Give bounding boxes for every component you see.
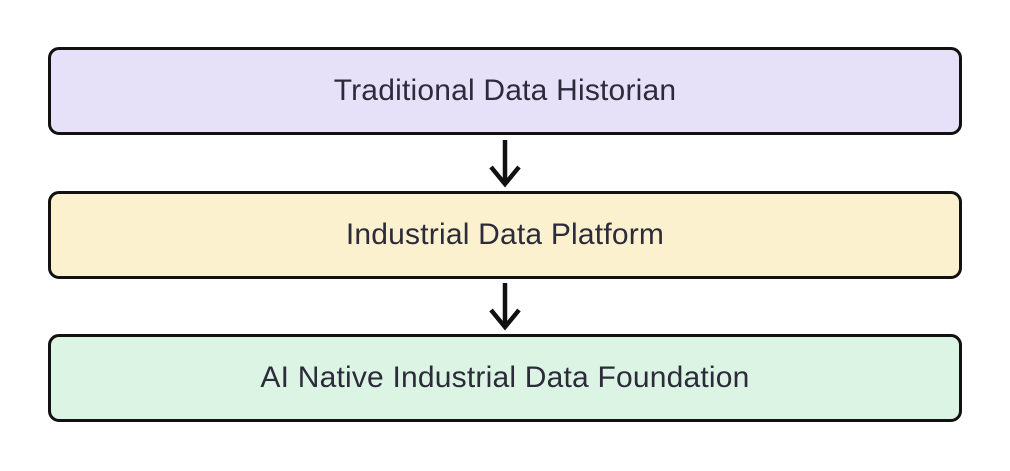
node-ai-native-industrial-data-foundation: AI Native Industrial Data Foundation	[48, 334, 962, 422]
arrow-down-icon	[489, 283, 521, 331]
node-label-industrial-data-platform: Industrial Data Platform	[345, 218, 665, 251]
node-label-traditional-data-historian: Traditional Data Historian	[333, 74, 677, 107]
node-traditional-data-historian: Traditional Data Historian	[48, 47, 962, 135]
arrow-down-icon	[489, 140, 521, 188]
node-label-ai-native-industrial-data-foundation: AI Native Industrial Data Foundation	[260, 361, 750, 394]
node-industrial-data-platform: Industrial Data Platform	[48, 191, 962, 279]
